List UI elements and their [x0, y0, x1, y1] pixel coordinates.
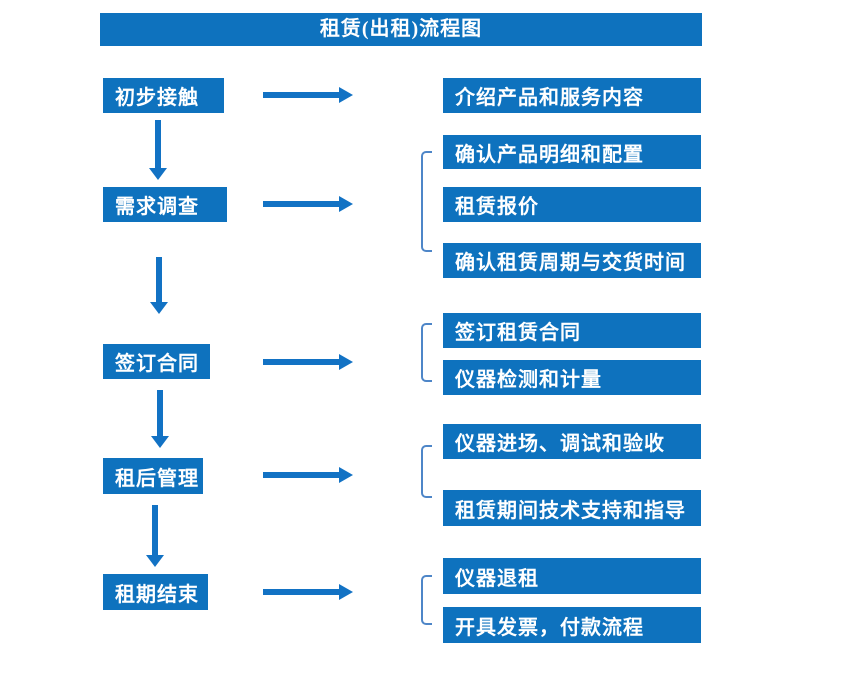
down-arrow-icon-1: [149, 120, 167, 180]
detail-box-tech-support-guidance: 租赁期间技术支持和指导: [443, 490, 701, 526]
stage-box-initial-contact: 初步接触: [103, 78, 224, 113]
stage-box-demand-survey: 需求调查: [103, 187, 227, 222]
detail-box-invoice-payment: 开具发票，付款流程: [443, 607, 701, 643]
group-bracket-icon-1: [421, 151, 432, 252]
group-bracket-icon-2: [421, 323, 432, 382]
down-arrow-icon-3: [151, 390, 169, 448]
group-bracket-icon-4: [421, 575, 432, 625]
flowchart-title: 租赁(出租)流程图: [100, 13, 702, 46]
down-arrow-icon-2: [150, 257, 168, 314]
group-bracket-icon-3: [421, 445, 432, 498]
right-arrow-icon-1: [263, 87, 353, 103]
stage-box-rental-end: 租期结束: [103, 574, 208, 610]
right-arrow-icon-2: [263, 196, 353, 212]
right-arrow-icon-4: [263, 467, 353, 483]
detail-box-confirm-product-details: 确认产品明细和配置: [443, 135, 701, 169]
detail-box-sign-rental-contract: 签订租赁合同: [443, 313, 701, 348]
right-arrow-icon-3: [263, 354, 353, 370]
detail-box-rental-quote: 租赁报价: [443, 187, 701, 222]
stage-box-sign-contract: 签订合同: [103, 344, 210, 379]
detail-box-confirm-rental-period-delivery: 确认租赁周期与交货时间: [443, 243, 701, 278]
detail-box-instrument-setup-acceptance: 仪器进场、调试和验收: [443, 424, 701, 459]
detail-box-instrument-testing-measurement: 仪器检测和计量: [443, 360, 701, 395]
stage-box-post-rental-management: 租后管理: [103, 458, 203, 494]
right-arrow-icon-5: [263, 584, 353, 600]
detail-box-intro-products-services: 介绍产品和服务内容: [443, 78, 701, 113]
down-arrow-icon-4: [146, 505, 164, 567]
detail-box-instrument-return: 仪器退租: [443, 558, 701, 594]
